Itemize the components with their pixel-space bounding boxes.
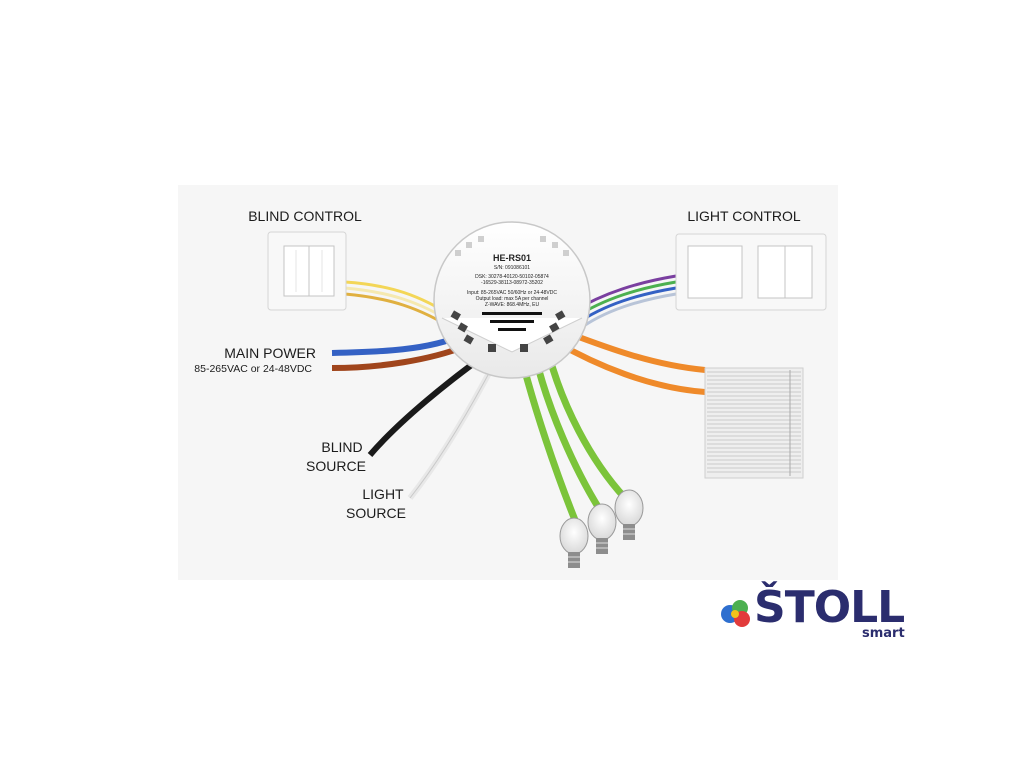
light-source-label-line-2: SOURCE [346, 505, 406, 521]
stoll-smart-logo: ŠTOLL smart [718, 582, 928, 648]
light-control-label: LIGHT CONTROL [687, 208, 801, 224]
light-green-wires [518, 351, 628, 522]
light-bulb-1 [559, 517, 589, 568]
device-serial: S/N: 091086101 [494, 265, 530, 271]
main-power-spec-label: 85-265VAC or 24-48VDC [194, 363, 312, 375]
blind-control-switch [267, 231, 347, 311]
brand-color-dots-icon [721, 600, 750, 627]
device-input-spec: Input: 85-265VAC 50/60Hz or 24-48VDC [467, 290, 557, 296]
blind-source-label-line-2: SOURCE [306, 458, 366, 474]
light-bulb-2 [587, 503, 617, 554]
device-dsk-line-2: -16529-38113-08972-35202 [481, 280, 543, 286]
brand-sub: smart [862, 626, 905, 641]
brand-name: ŠTOLL [754, 582, 905, 633]
device-zwave-spec: Z-WAVE: 868.4MHz, EU [485, 302, 540, 308]
device-dsk-line-1: DSK: 30278-40120-50102-05874 [475, 274, 549, 280]
main-power-label: MAIN POWER [224, 345, 316, 361]
window-blind [704, 367, 804, 479]
light-bulb-3 [614, 489, 644, 540]
relay-module: HE-RS01 S/N: 091086101 DSK: 30278-40120-… [433, 221, 591, 379]
blind-source-label-line-1: BLIND [321, 439, 362, 455]
device-output-spec: Output load: max 5A per channel [476, 296, 549, 302]
light-control-switch-panel [675, 233, 827, 311]
device-model: HE-RS01 [493, 253, 531, 263]
light-source-label-line-1: LIGHT [362, 486, 404, 502]
blind-control-label: BLIND CONTROL [248, 208, 362, 224]
